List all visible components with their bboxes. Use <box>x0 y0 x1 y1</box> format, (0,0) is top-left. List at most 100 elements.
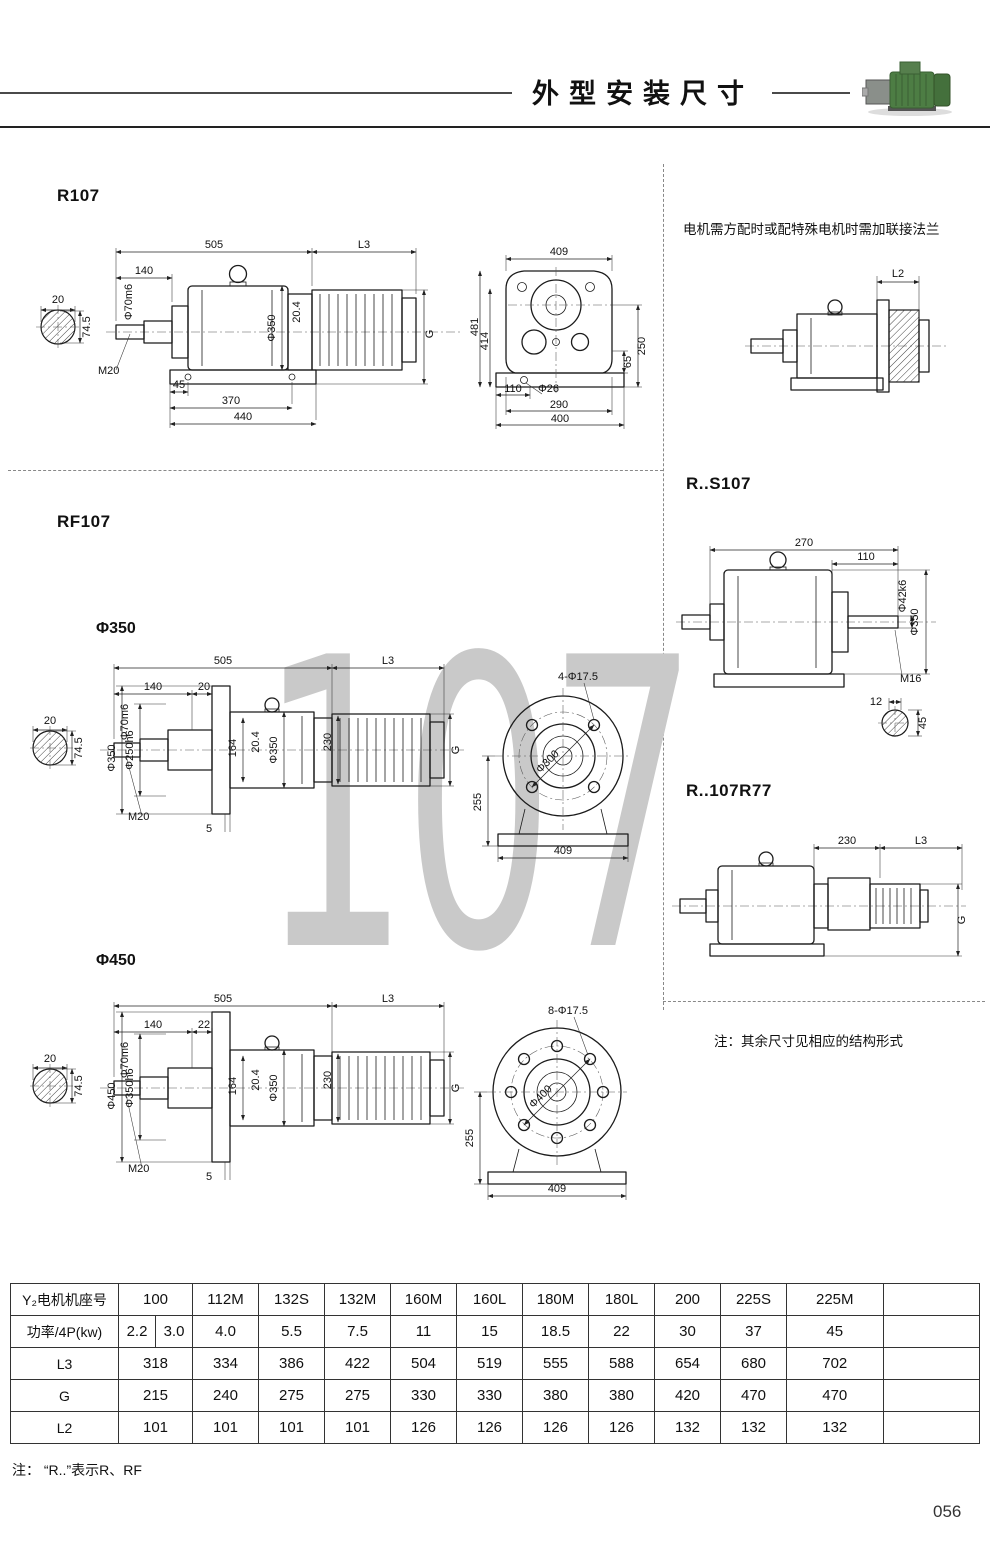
dim-45: 45 <box>917 717 929 729</box>
subsection-title-350: Φ350 <box>96 620 136 637</box>
section-title-rs107: R..S107 <box>686 474 751 493</box>
empty-cell <box>882 1379 980 1412</box>
r107-front-view-drawing: 409 481 414 65 250 110 Φ26 290 400 <box>470 246 648 429</box>
r107-side-view-drawing: 20 74.5 505 L3 140 Φ70m6 M20 45 370 440 … <box>36 239 460 428</box>
dim-flange-350: Φ350 <box>106 744 118 771</box>
value-cell: 386 <box>258 1347 325 1380</box>
dim-shaft-dia: Φ70m6 <box>123 284 135 320</box>
value-cell: 132 <box>720 1411 787 1444</box>
header-rule-right <box>772 92 850 94</box>
rs107-drawing: 270 110 Φ42k6 Φ350 M16 12 45 <box>676 537 936 740</box>
value-cell: 275 <box>324 1379 391 1412</box>
dim-45: 45 <box>173 379 185 391</box>
row-label-cell: G <box>10 1379 119 1412</box>
value-cell: 132M <box>324 1283 391 1316</box>
dim-440: 440 <box>234 411 252 423</box>
value-cell: 126 <box>588 1411 655 1444</box>
value-cell: 380 <box>588 1379 655 1412</box>
section-title-rf107: RF107 <box>57 512 111 531</box>
table-row: L3 318 334 386 422 504 519 555 588 654 6… <box>10 1347 980 1380</box>
dim-G: G <box>956 916 968 925</box>
dim-505: 505 <box>214 993 232 1005</box>
dim-370: 370 <box>222 395 240 407</box>
dim-409: 409 <box>548 1183 566 1195</box>
dim-230: 230 <box>838 835 856 847</box>
dim-140: 140 <box>144 1019 162 1031</box>
dim-M16: M16 <box>900 673 921 685</box>
dim-409: 409 <box>550 246 568 258</box>
value-cell: 160L <box>456 1283 523 1316</box>
dim-350: Φ350 <box>268 736 280 763</box>
value-cell: 30 <box>654 1315 721 1348</box>
dim-L3: L3 <box>382 993 394 1005</box>
value-cell: 126 <box>522 1411 589 1444</box>
value-cell: 101 <box>258 1411 325 1444</box>
value-cell: 330 <box>390 1379 457 1412</box>
value-cell: 420 <box>654 1379 721 1412</box>
value-cell: 18.5 <box>522 1315 589 1348</box>
rf350-side-view-drawing: 20 74.5 505 L3 140 20 Φ70m6 Φ350 Φ250h6 … <box>30 655 464 835</box>
value-cell: 132 <box>654 1411 721 1444</box>
value-cell: 126 <box>390 1411 457 1444</box>
table-row: 功率/4P(kw) 2.2 3.0 4.0 5.5 7.5 11 15 18.5… <box>10 1315 980 1348</box>
value-cell: 45 <box>786 1315 884 1348</box>
r107r77-drawing: 230 L3 G <box>672 835 968 957</box>
dim-250: 250 <box>636 337 648 355</box>
dim-290: 290 <box>550 399 568 411</box>
value-cell: 654 <box>654 1347 721 1380</box>
dimension-table: Y₂电机机座号 100 112M 132S 132M 160M 160L 180… <box>10 1283 980 1444</box>
adapter-flange-drawing: L2 <box>745 268 947 393</box>
dim-65: 65 <box>622 356 634 368</box>
dim-L3: L3 <box>358 239 370 251</box>
table-row: Y₂电机机座号 100 112M 132S 132M 160M 160L 180… <box>10 1283 980 1316</box>
dim-20-4: 20.4 <box>250 1069 262 1090</box>
dim-22: 22 <box>198 1019 210 1031</box>
dim-110: 110 <box>857 551 875 563</box>
value-cell: 422 <box>324 1347 391 1380</box>
rf450-flange-view-drawing: 8-Φ17.5 Φ400 255 409 <box>464 1005 627 1200</box>
value-cell: 37 <box>720 1315 787 1348</box>
dim-flange-450: Φ450 <box>106 1082 118 1109</box>
dim-bolt-circle: Φ400 <box>527 1083 555 1111</box>
dim-400: 400 <box>551 413 569 425</box>
flange-note: 电机需方配时或配特殊电机时需加联接法兰 <box>683 222 940 237</box>
value-cell: 380 <box>522 1379 589 1412</box>
header-rule-left <box>0 92 512 94</box>
value-cell: 470 <box>786 1379 884 1412</box>
left-divider <box>8 470 663 471</box>
dim-20-4: 20.4 <box>291 301 303 322</box>
section-title-r107r77: R..107R77 <box>686 781 772 800</box>
value-cell: 100 <box>118 1283 193 1316</box>
value-cell: 240 <box>192 1379 259 1412</box>
rf350-flange-view-drawing: 4-Φ17.5 Φ300 255 409 <box>472 671 631 862</box>
page-title: 外型安装尺寸 <box>532 79 754 109</box>
value-cell: 101 <box>192 1411 259 1444</box>
row-label-cell: Y₂电机机座号 <box>10 1283 119 1316</box>
row-label-cell: L3 <box>10 1347 119 1380</box>
dim-74-5: 74.5 <box>73 1075 85 1096</box>
value-cell: 4.0 <box>192 1315 259 1348</box>
value-cell: 702 <box>786 1347 884 1380</box>
dim-481: 481 <box>470 318 481 336</box>
dim-505: 505 <box>205 239 223 251</box>
empty-cell <box>882 1347 980 1380</box>
dim-L2: L2 <box>892 268 904 280</box>
value-cell: 11 <box>390 1315 457 1348</box>
dim-505: 505 <box>214 655 232 667</box>
value-cell: 334 <box>192 1347 259 1380</box>
dim-G: G <box>424 330 436 339</box>
dim-110: 110 <box>504 383 522 395</box>
value-cell: 126 <box>456 1411 523 1444</box>
header-rule-full <box>0 126 990 128</box>
dim-164: 164 <box>227 1077 239 1095</box>
value-cell: 330 <box>456 1379 523 1412</box>
value-cell: 22 <box>588 1315 655 1348</box>
dim-spigot-250h6: Φ250h6 <box>124 730 136 769</box>
dim-20: 20 <box>44 1053 56 1065</box>
dim-414: 414 <box>479 332 491 350</box>
value-cell: 588 <box>588 1347 655 1380</box>
dim-M20: M20 <box>128 811 149 823</box>
value-cell: 3.0 <box>155 1315 193 1348</box>
right-divider <box>663 1001 985 1002</box>
value-cell: 7.5 <box>324 1315 391 1348</box>
